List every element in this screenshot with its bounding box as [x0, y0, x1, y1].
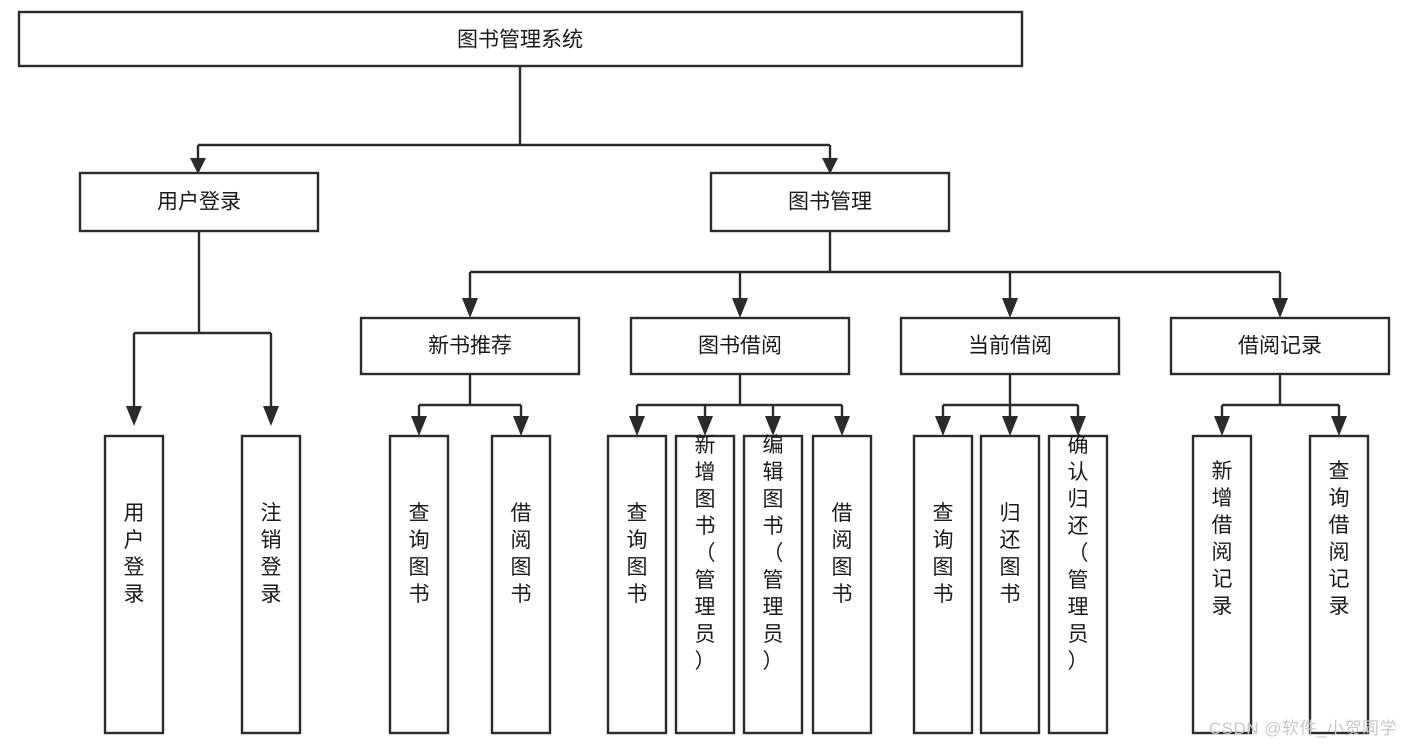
leaf-edit-book-admin-box[interactable] [742, 434, 804, 735]
leaf-user-login-label: 用户登录 [124, 502, 145, 606]
arrow-head-leaf-add-borrow-record [1214, 416, 1230, 436]
leaf-add-book-admin[interactable]: 新增图书（管理员） [674, 434, 736, 735]
leaf-return-book-box[interactable] [979, 434, 1041, 735]
leaf-user-login[interactable]: 用户登录 [103, 434, 165, 735]
node-current-borrow-box[interactable] [899, 316, 1121, 376]
node-user-login-label: 用户登录 [157, 191, 241, 214]
arrow-head-book-management [822, 158, 838, 174]
leaf-logout-login-label: 注销登录 [261, 502, 282, 606]
node-borrow-record-box[interactable] [1169, 316, 1391, 376]
leaf-user-login-box[interactable] [103, 434, 165, 735]
leaf-query-book-2-label: 查询图书 [627, 502, 648, 606]
leaf-query-book-1-label: 查询图书 [409, 502, 430, 606]
leaf-query-book-3[interactable]: 查询图书 [912, 434, 974, 735]
connector-group-root [190, 66, 838, 174]
arrow-head-leaf-query-borrow-record [1331, 416, 1347, 436]
leaf-logout-login[interactable]: 注销登录 [240, 434, 302, 735]
node-book-management-label: 图书管理 [788, 191, 872, 214]
arrow-head-leaf-query-book-3 [935, 416, 951, 436]
connector-group-borrow-record [1214, 374, 1347, 436]
leaf-borrow-book-2[interactable]: 借阅图书 [811, 434, 873, 735]
arrow-head-leaf-logout-login [263, 406, 279, 426]
leaf-query-borrow-record[interactable]: 查询借阅记录 [1308, 434, 1370, 735]
node-user-login[interactable]: 用户登录 [78, 171, 320, 233]
leaf-add-book-admin-box[interactable] [674, 434, 736, 735]
leaf-query-book-1[interactable]: 查询图书 [388, 434, 450, 735]
node-current-borrow-label: 当前借阅 [968, 335, 1052, 358]
arrow-head-leaf-return-book [1002, 416, 1018, 436]
leaf-confirm-return-admin[interactable]: 确认归还（管理员） [1047, 434, 1109, 735]
node-user-login-box[interactable] [78, 171, 320, 233]
leaf-borrow-book-1-label: 借阅图书 [511, 502, 532, 606]
arrow-head-leaf-query-book-2 [629, 416, 645, 436]
leaf-return-book-label: 归还图书 [1000, 502, 1021, 606]
connector-group-user-login [126, 231, 279, 426]
arrow-head-current-borrow [1002, 298, 1018, 318]
node-root-title[interactable]: 图书管理系统 [17, 10, 1024, 68]
node-root-title-box[interactable] [17, 10, 1024, 68]
leaf-logout-login-box[interactable] [240, 434, 302, 735]
node-new-book-recommend-box[interactable] [359, 316, 581, 376]
node-current-borrow[interactable]: 当前借阅 [899, 316, 1121, 376]
arrow-head-leaf-query-book-1 [411, 416, 427, 436]
leaf-borrow-book-2-label: 借阅图书 [832, 502, 853, 606]
node-new-book-recommend-label: 新书推荐 [428, 335, 512, 358]
leaf-query-borrow-record-label: 查询借阅记录 [1329, 460, 1350, 618]
leaf-confirm-return-admin-label: 确认归还（管理员） [1068, 434, 1089, 673]
arrow-head-leaf-borrow-book-1 [513, 416, 529, 436]
leaf-borrow-book-1[interactable]: 借阅图书 [490, 434, 552, 735]
arrow-head-leaf-edit-book-admin [765, 416, 781, 436]
node-book-borrow[interactable]: 图书借阅 [629, 316, 851, 376]
connector-group-book-management [462, 231, 1288, 318]
node-book-management[interactable]: 图书管理 [709, 171, 951, 233]
node-book-borrow-label: 图书借阅 [698, 335, 782, 358]
arrow-head-leaf-confirm-return-admin [1070, 416, 1086, 436]
leaf-confirm-return-admin-box[interactable] [1047, 434, 1109, 735]
arrow-head-leaf-add-book-admin [697, 416, 713, 436]
node-borrow-record[interactable]: 借阅记录 [1169, 316, 1391, 376]
leaf-borrow-book-1-box[interactable] [490, 434, 552, 735]
leaf-add-book-admin-label: 新增图书（管理员） [695, 434, 716, 673]
arrow-head-new-book-recommend [462, 298, 478, 318]
arrow-head-leaf-borrow-book-2 [834, 416, 850, 436]
leaf-query-book-2[interactable]: 查询图书 [606, 434, 668, 735]
arrow-head-leaf-user-login [126, 406, 142, 426]
leaf-add-borrow-record-box[interactable] [1191, 434, 1253, 735]
leaf-query-book-2-box[interactable] [606, 434, 668, 735]
leaf-return-book[interactable]: 归还图书 [979, 434, 1041, 735]
leaf-query-book-3-box[interactable] [912, 434, 974, 735]
connector-group-new-book-recommend [411, 374, 529, 436]
node-new-book-recommend[interactable]: 新书推荐 [359, 316, 581, 376]
leaf-edit-book-admin-label: 编辑图书（管理员） [763, 434, 784, 673]
leaf-edit-book-admin[interactable]: 编辑图书（管理员） [742, 434, 804, 735]
node-root-title-label: 图书管理系统 [457, 29, 583, 52]
arrow-head-book-borrow [732, 298, 748, 318]
leaf-query-book-3-label: 查询图书 [933, 502, 954, 606]
arrow-head-user-login [190, 158, 206, 174]
leaf-add-borrow-record-label: 新增借阅记录 [1212, 460, 1233, 618]
node-book-borrow-box[interactable] [629, 316, 851, 376]
arrow-head-borrow-record [1272, 298, 1288, 318]
node-borrow-record-label: 借阅记录 [1238, 335, 1322, 358]
connector-group-book-borrow [629, 374, 850, 436]
connector-group-current-borrow [935, 374, 1086, 436]
leaf-borrow-book-2-box[interactable] [811, 434, 873, 735]
leaf-query-book-1-box[interactable] [388, 434, 450, 735]
leaf-query-borrow-record-box[interactable] [1308, 434, 1370, 735]
leaf-add-borrow-record[interactable]: 新增借阅记录 [1191, 434, 1253, 735]
